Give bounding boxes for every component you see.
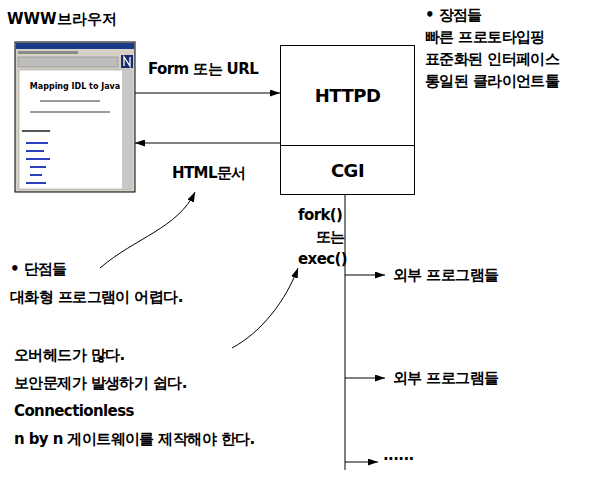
- browser-logo-mark: [124, 57, 130, 66]
- note-text: 오버헤드가 많다.: [14, 346, 125, 365]
- link-line: [26, 142, 48, 144]
- page-heading: Mapping IDL to Java: [15, 82, 135, 91]
- edge-label: Form 또는 URL: [148, 60, 258, 79]
- note-text: 표준화된 인터페이스: [425, 50, 559, 69]
- flow-arrow: [135, 143, 280, 144]
- note-text: • 장점들: [425, 6, 482, 25]
- tool-bar: [18, 57, 118, 67]
- text-line: [22, 130, 50, 132]
- leader-arrow: [232, 268, 298, 348]
- note-text: • 단점들: [10, 260, 67, 279]
- scroll-bar: [122, 70, 131, 189]
- note-text: 빠른 프로토타입핑: [425, 28, 545, 47]
- browser-window: [15, 42, 135, 192]
- node-label: WWW브라우저: [7, 10, 117, 29]
- note-text: exec(): [298, 250, 347, 269]
- menu-bar: [18, 51, 78, 54]
- link-line: [26, 150, 44, 152]
- note-text: 통일된 클라이언트툴: [425, 72, 559, 91]
- link-line: [26, 182, 46, 184]
- browser-logo: [121, 55, 133, 68]
- server-box: HTTPD: [280, 45, 415, 146]
- note-text: 외부 프로그램들: [393, 266, 498, 285]
- flow-arrow: [135, 93, 280, 94]
- note-text: Connectionless: [14, 402, 134, 421]
- spawn-arrow: [345, 275, 385, 276]
- gateway-box: CGI: [280, 145, 415, 195]
- text-line: [30, 111, 110, 113]
- leader-arrow: [100, 192, 195, 268]
- link-line: [30, 174, 42, 176]
- node-label: CGI: [331, 160, 364, 181]
- note-text: 대화형 프로그램이 어렵다.: [10, 288, 183, 307]
- title-bar: [16, 43, 134, 49]
- note-text: n by n 게이트웨이를 제작해야 한다.: [14, 430, 254, 449]
- browser-node: WWW브라우저Mapping IDL to Java: [15, 42, 135, 192]
- node-label: HTTPD: [315, 85, 381, 106]
- link-line: [26, 158, 50, 160]
- note-text: fork(): [298, 206, 342, 225]
- note-text: 또는: [316, 228, 345, 247]
- note-text: 보안문제가 발생하기 쉽다.: [14, 374, 187, 393]
- note-text: 외부 프로그램들: [393, 369, 498, 388]
- text-line: [40, 100, 100, 102]
- spawn-arrow: [345, 462, 378, 463]
- edge-label: HTML문서: [172, 164, 246, 183]
- spawn-arrow: [345, 378, 385, 379]
- note-text: ......: [383, 446, 414, 465]
- link-line: [30, 166, 46, 168]
